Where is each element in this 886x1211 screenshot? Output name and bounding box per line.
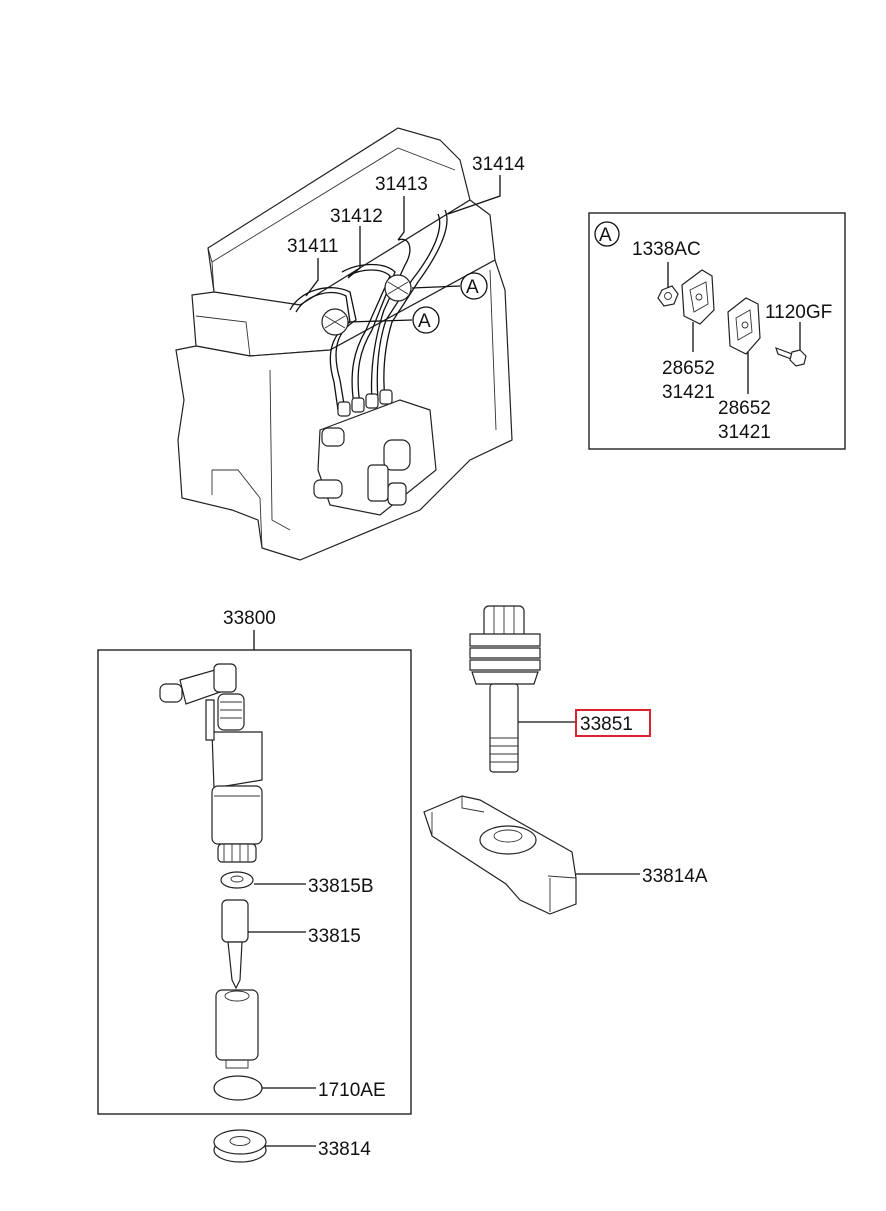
detail-box-marker: A [599,225,612,246]
label-31413: 31413 [375,174,428,195]
detail-marker-a-upper: A [460,272,488,300]
engine-leaders [305,175,501,323]
label-31411: 31411 [287,236,338,257]
injector-kit-box [97,649,412,1115]
highlight-box-33851[interactable] [575,709,651,737]
label-1338AC: 1338AC [632,239,701,260]
label-33815B: 33815B [308,876,374,897]
engine-block-drawing [175,127,513,561]
svg-text:A: A [466,277,479,298]
bolt-33851-drawing [469,605,541,773]
label-31412: 31412 [330,206,383,227]
label-1710AE: 1710AE [318,1080,386,1101]
label-33814: 33814 [318,1139,371,1160]
label-33851[interactable]: 33851 [580,714,633,735]
injector-assembly-drawing [159,663,263,1101]
injector-leaders [248,883,316,1147]
washer-33814-drawing [213,1129,267,1163]
label-31421-a: 31421 [662,382,715,403]
label-1120GF: 1120GF [765,302,832,323]
svg-text:A: A [418,311,431,332]
label-33815: 33815 [308,926,361,947]
label-28652-a: 28652 [662,358,715,379]
label-28652-b: 28652 [718,398,771,419]
clamp-33814A-drawing [423,795,577,915]
label-31421-b: 31421 [718,422,771,443]
label-33814A: 33814A [642,866,708,887]
detail-box-a: A [588,212,846,450]
label-33800: 33800 [223,608,276,629]
detail-marker-a-lower: A [412,306,440,334]
label-31414: 31414 [472,154,525,175]
